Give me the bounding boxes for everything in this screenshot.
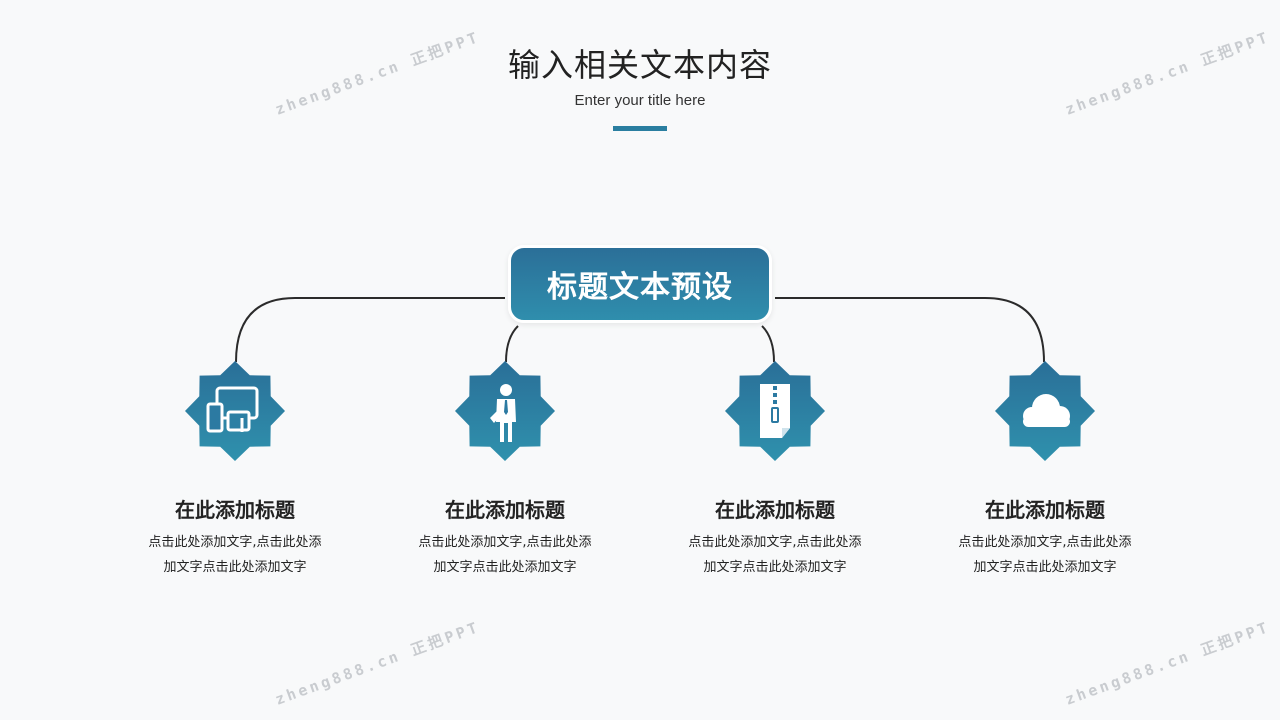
item-1-desc-line1: 点击此处添加文字,点击此处添 — [148, 535, 322, 550]
connector-left-inner — [505, 325, 519, 363]
center-title-box[interactable]: 标题文本预设 — [508, 245, 772, 323]
item-1-desc-line2: 加文字点击此处添加文字 — [163, 560, 307, 575]
item-2-badge — [454, 360, 556, 462]
connector-right-inner — [761, 325, 775, 363]
item-4-desc: 点击此处添加文字,点击此处添 加文字点击此处添加文字 — [925, 530, 1165, 580]
item-4-desc-line2: 加文字点击此处添加文字 — [973, 560, 1117, 575]
item-2-desc: 点击此处添加文字,点击此处添 加文字点击此处添加文字 — [385, 530, 625, 580]
page-subtitle: Enter your title here — [574, 92, 706, 109]
connector-left-outer — [235, 297, 505, 363]
businessman-icon — [490, 384, 516, 442]
title-underline — [613, 126, 667, 131]
item-3-badge — [724, 360, 826, 462]
item-2-desc-line2: 加文字点击此处添加文字 — [433, 560, 577, 575]
item-4-desc-line1: 点击此处添加文字,点击此处添 — [958, 535, 1132, 550]
item-1-badge — [184, 360, 286, 462]
devices-icon — [206, 386, 259, 433]
connector-right-outer — [775, 297, 1045, 363]
item-3-desc: 点击此处添加文字,点击此处添 加文字点击此处添加文字 — [655, 530, 895, 580]
item-1-title: 在此添加标题 — [175, 498, 295, 522]
item-1-desc: 点击此处添加文字,点击此处添 加文字点击此处添加文字 — [115, 530, 355, 580]
item-3-title: 在此添加标题 — [715, 498, 835, 522]
cloud-icon — [1023, 394, 1070, 427]
item-3-desc-line1: 点击此处添加文字,点击此处添 — [688, 535, 862, 550]
item-2-desc-line1: 点击此处添加文字,点击此处添 — [418, 535, 592, 550]
center-title-label: 标题文本预设 — [547, 270, 733, 305]
item-4-badge — [994, 360, 1096, 462]
zip-file-icon — [760, 384, 790, 438]
item-4-title: 在此添加标题 — [985, 498, 1105, 522]
item-2-title: 在此添加标题 — [445, 498, 565, 522]
item-3-desc-line2: 加文字点击此处添加文字 — [703, 560, 847, 575]
page-title: 输入相关文本内容 — [507, 46, 772, 84]
